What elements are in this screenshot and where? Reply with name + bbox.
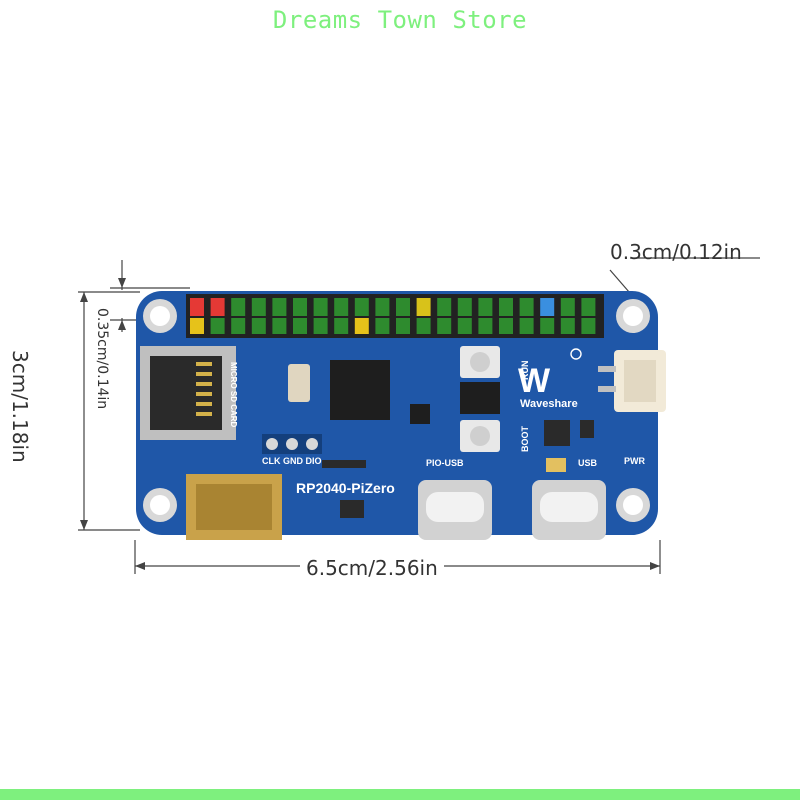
width-dimension: 6.5cm/2.56in: [300, 556, 444, 580]
hole-offset-dimension: 0.3cm/0.12in: [610, 240, 742, 264]
mounting-holes: [143, 299, 650, 522]
header-pin-bottom: [313, 318, 328, 334]
store-watermark: Dreams Town Store: [272, 6, 528, 34]
crystal: [288, 364, 310, 402]
header-pin-bottom: [416, 318, 431, 334]
header-pin-top: [293, 298, 307, 316]
header-pin-bottom: [457, 318, 472, 334]
header-pin-top: [499, 298, 513, 316]
swd-pads: [262, 434, 322, 454]
header-pin-bottom: [354, 318, 369, 334]
header-pin-top: [519, 298, 534, 316]
header-pin-bottom: [499, 318, 513, 334]
mini-hdmi-connector: [186, 474, 282, 540]
swd-label: CLK GND DIO: [262, 456, 322, 466]
pwr-label: PWR: [624, 456, 645, 466]
misc-components: [322, 420, 594, 518]
brand-label: Waveshare: [520, 398, 578, 410]
bottom-accent-bar: [0, 789, 800, 800]
usb-c-ports: [418, 480, 606, 540]
header-pin-top: [457, 298, 472, 316]
rp2040-chip: [330, 360, 390, 420]
buttons: [460, 346, 500, 452]
height-dimension: 3cm/1.18in: [8, 350, 32, 463]
header-pin-bottom: [293, 318, 307, 334]
header-pin-top: [560, 298, 575, 316]
board-name: RP2040-PiZero: [296, 480, 395, 496]
header-pin-top: [437, 298, 452, 316]
header-pin-top: [581, 298, 596, 316]
header-pin-bottom: [519, 318, 534, 334]
boot-label: BOOT: [520, 426, 530, 452]
header-pin-top: [231, 298, 246, 316]
header-pin-bottom: [478, 318, 493, 334]
header-pin-bottom: [581, 318, 596, 334]
header-pin-top: [354, 298, 369, 316]
sd-label: MICRO SD CARD: [229, 362, 238, 428]
run-label: RUN: [520, 360, 530, 381]
hole-inset-dimension: 0.35cm/0.14in: [94, 308, 110, 410]
header-pin-bottom: [560, 318, 575, 334]
header-pin-top: [313, 298, 328, 316]
header-pin-top: [478, 298, 493, 316]
header-pin-top: [416, 298, 431, 316]
usb-label: USB: [578, 458, 598, 468]
svg-text:W: W: [518, 362, 551, 400]
header-pin-top: [334, 298, 349, 316]
header-pin-bottom: [210, 318, 225, 334]
header-pin-bottom: [190, 318, 204, 334]
capacitor: [546, 458, 566, 472]
dimension-arrows: [80, 278, 660, 570]
header-pin-top: [396, 298, 410, 316]
gpio-header: [186, 294, 604, 338]
header-pin-top: [272, 298, 287, 316]
header-pin-bottom: [272, 318, 287, 334]
small-ic: [410, 404, 430, 424]
header-pin-top: [190, 298, 204, 316]
header-pin-bottom: [251, 318, 266, 334]
header-pin-bottom: [437, 318, 452, 334]
header-pin-bottom: [231, 318, 246, 334]
header-pin-bottom: [375, 318, 390, 334]
header-pin-bottom: [540, 318, 555, 334]
header-pin-bottom: [396, 318, 410, 334]
power-connector: [598, 350, 666, 412]
micro-sd-slot: [140, 346, 236, 440]
header-pin-top: [375, 298, 390, 316]
header-pin-top: [251, 298, 266, 316]
pio-usb-label: PIO-USB: [426, 458, 464, 468]
header-pin-top: [540, 298, 555, 316]
header-pin-bottom: [334, 318, 349, 334]
waveshare-logo: W: [518, 348, 582, 400]
header-pin-top: [210, 298, 225, 316]
